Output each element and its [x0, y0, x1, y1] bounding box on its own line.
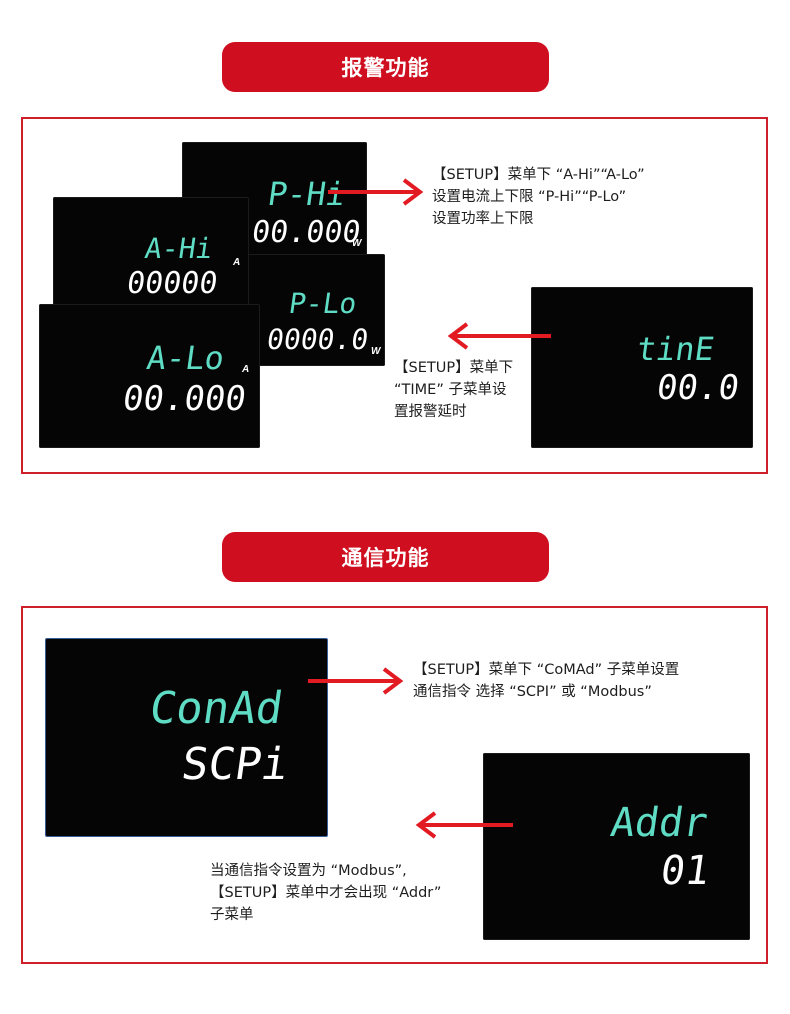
- desc-line: 当通信指令设置为 “Modbus”,: [210, 863, 407, 879]
- lcd-addr: Addr 01: [483, 753, 750, 940]
- lcd-value: 00000: [124, 266, 220, 301]
- unit-label: W: [352, 238, 362, 249]
- section-title-alarm: 报警功能: [222, 42, 549, 92]
- desc-line: 通信指令 选择 “SCPI” 或 “Modbus”: [413, 684, 652, 700]
- lcd-p-lo: P-Lo 0000.0 W: [247, 254, 385, 366]
- communication-panel: ConAd SCPi 【SETUP】菜单下 “CoMAd” 子菜单设置 通信指令…: [21, 606, 768, 964]
- arrow-left-icon: [447, 322, 551, 350]
- lcd-label: Addr: [607, 800, 711, 846]
- section-title-communication: 通信功能: [222, 532, 549, 582]
- desc-line: 【SETUP】菜单下: [394, 360, 514, 376]
- lcd-label: A-Lo: [144, 339, 227, 377]
- lcd-value: SCPi: [178, 739, 292, 790]
- unit-label: W: [371, 346, 381, 357]
- arrow-right-icon: [328, 178, 424, 206]
- lcd-value: 00.000: [120, 379, 249, 419]
- alarm-time-description: 【SETUP】菜单下 “TIME” 子菜单设 置报警延时: [394, 357, 513, 423]
- lcd-value: 00.0: [654, 368, 742, 408]
- arrow-left-icon: [415, 811, 513, 839]
- lcd-comad: ConAd SCPi: [45, 638, 328, 837]
- comad-description: 【SETUP】菜单下 “CoMAd” 子菜单设置 通信指令 选择 “SCPI” …: [413, 659, 679, 703]
- lcd-label: ConAd: [146, 683, 287, 734]
- lcd-value: 01: [657, 848, 713, 894]
- desc-line: 【SETUP】菜单下 “CoMAd” 子菜单设置: [413, 662, 680, 678]
- lcd-label: P-Lo: [286, 287, 359, 320]
- addr-description: 当通信指令设置为 “Modbus”, 【SETUP】菜单中才会出现 “Addr”…: [210, 860, 441, 926]
- alarm-panel: P-Hi 00.000 W P-Lo 0000.0 W A-Hi 00000 A…: [21, 117, 768, 474]
- lcd-time: tinE 00.0: [531, 287, 753, 448]
- alarm-limits-description: 【SETUP】菜单下 “A-Hi”“A-Lo” 设置电流上下限 “P-Hi”“P…: [432, 164, 645, 230]
- lcd-value: 00.000: [249, 215, 363, 250]
- lcd-label: tinE: [634, 330, 717, 368]
- desc-line: 置报警延时: [394, 404, 467, 420]
- unit-label: A: [242, 364, 250, 375]
- desc-line: 【SETUP】菜单下 “A-Hi”“A-Lo”: [432, 167, 645, 183]
- desc-line: 子菜单: [210, 907, 254, 923]
- arrow-right-icon: [308, 667, 404, 695]
- lcd-a-hi: A-Hi 00000 A: [53, 197, 249, 310]
- lcd-a-lo: A-Lo 00.000 A: [39, 304, 260, 448]
- unit-label: A: [233, 257, 241, 268]
- lcd-label: A-Hi: [142, 232, 215, 265]
- lcd-value: 0000.0: [264, 323, 371, 356]
- desc-line: 设置功率上下限: [432, 211, 534, 227]
- desc-line: 设置电流上下限 “P-Hi”“P-Lo”: [432, 189, 627, 205]
- desc-line: 【SETUP】菜单中才会出现 “Addr”: [210, 885, 442, 901]
- desc-line: “TIME” 子菜单设: [394, 382, 507, 398]
